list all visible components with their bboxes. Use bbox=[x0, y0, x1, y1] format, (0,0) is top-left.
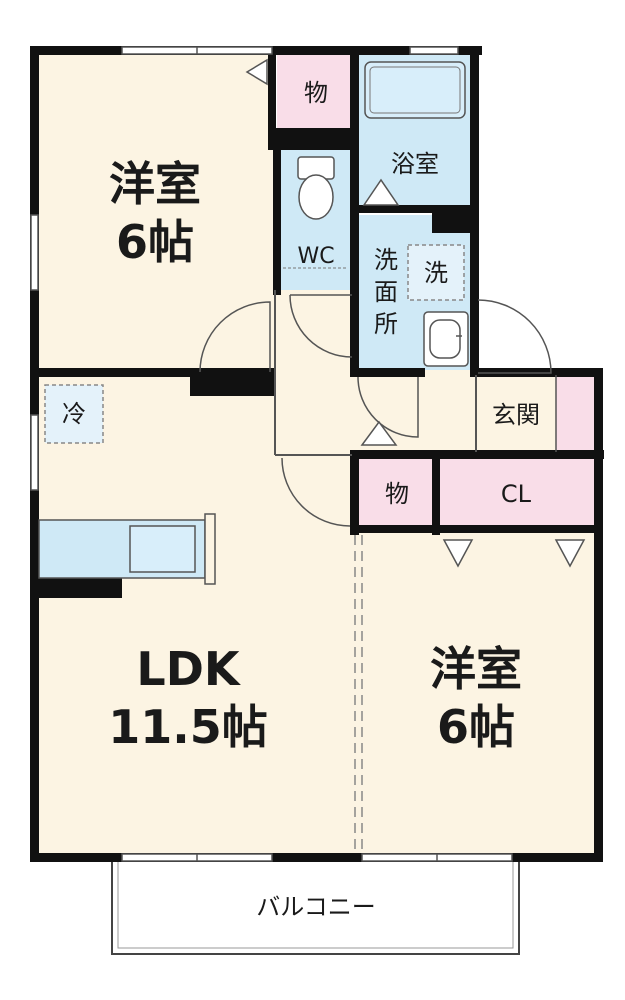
door-swings bbox=[199, 294, 552, 527]
storage-2-label: 物 bbox=[385, 480, 409, 508]
kitchen-counter bbox=[38, 513, 216, 585]
closet-label: CL bbox=[501, 480, 532, 508]
door-triangles bbox=[245, 58, 586, 568]
fridge-label: 冷 bbox=[62, 400, 86, 428]
washroom-label-3: 所 bbox=[374, 310, 398, 338]
western-room-1-size: 6帖 bbox=[116, 215, 194, 269]
western-room-2-size: 6帖 bbox=[437, 700, 515, 754]
ldk-size: 11.5帖 bbox=[108, 700, 268, 754]
washbasin-icon bbox=[423, 311, 469, 367]
washroom-label-2: 面 bbox=[374, 278, 398, 306]
washroom-label-1: 洗 bbox=[374, 246, 398, 274]
bathtub bbox=[364, 61, 466, 119]
balcony bbox=[111, 855, 520, 955]
western-room-1-name: 洋室 bbox=[109, 157, 201, 211]
balcony-label: バルコニー bbox=[256, 893, 376, 921]
ldk-name: LDK bbox=[136, 642, 241, 696]
entrance-label: 玄関 bbox=[492, 401, 540, 429]
storage-1-area bbox=[277, 55, 352, 128]
western-room-2-name: 洋室 bbox=[430, 642, 522, 696]
fridge-space bbox=[44, 384, 104, 444]
toilet-icon bbox=[297, 156, 335, 220]
bathroom-label: 浴室 bbox=[391, 150, 439, 178]
closet-area bbox=[436, 455, 596, 530]
toilet-label: WC bbox=[297, 244, 334, 269]
storage-2-area bbox=[358, 455, 436, 530]
washer-label: 洗 bbox=[424, 259, 448, 287]
windows bbox=[30, 46, 513, 862]
floor-western-room-1 bbox=[35, 52, 275, 372]
floor-western-room-2 bbox=[355, 530, 600, 856]
storage-1-label: 物 bbox=[304, 79, 328, 107]
washer-space bbox=[407, 244, 465, 301]
